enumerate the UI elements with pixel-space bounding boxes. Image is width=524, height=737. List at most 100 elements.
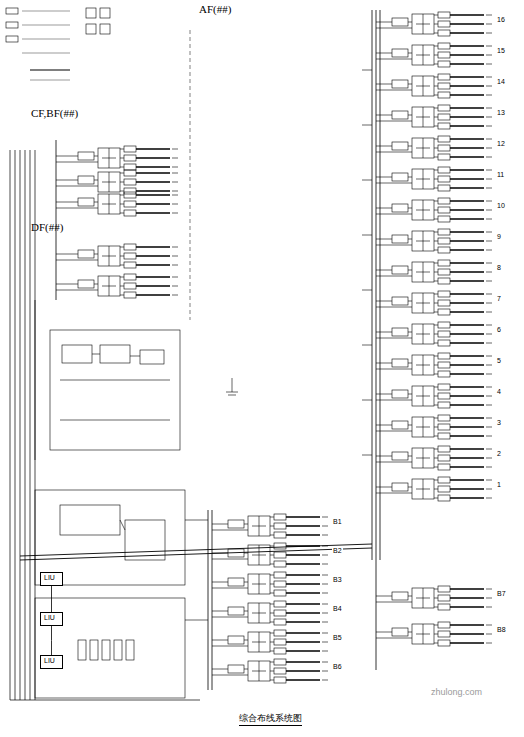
wire-line: [120, 204, 124, 205]
wire-line: [408, 53, 412, 54]
wire-line: [376, 394, 392, 395]
outlet-box: [438, 154, 450, 160]
wire-line: [136, 190, 170, 191]
wire-line: [434, 427, 438, 428]
wire-line: [434, 188, 438, 189]
wire-line: [22, 39, 70, 40]
wire-line: [434, 343, 438, 344]
wire-line: [434, 467, 438, 468]
legend-symbol: [6, 8, 18, 14]
distribution-frame: [98, 148, 120, 168]
wire-line: [416, 117, 430, 118]
wire-line: [376, 632, 392, 633]
patch-box: [228, 607, 244, 615]
group-divider: [190, 30, 191, 320]
rack-module: [78, 640, 86, 660]
floor-heading: CF,BF(##): [30, 108, 79, 119]
wire-line: [434, 95, 438, 96]
outlet-box: [438, 198, 450, 204]
wire-line: [286, 641, 320, 642]
wire-line: [102, 204, 116, 205]
distribution-frame: [412, 417, 434, 437]
wire-line: [408, 487, 412, 488]
wire-line: [172, 286, 178, 287]
wire-line: [376, 270, 392, 271]
wire-line: [416, 24, 430, 25]
wire-line: [322, 604, 328, 605]
wire-line: [212, 640, 228, 641]
wire-line: [434, 86, 438, 87]
wire-line: [486, 157, 492, 158]
floor-number: B4: [332, 605, 343, 612]
wire-line: [434, 201, 438, 202]
wire-line: [56, 284, 78, 285]
wire-line: [434, 634, 438, 635]
wire-line: [376, 208, 392, 209]
wire-line: [450, 14, 484, 15]
wire-line: [376, 456, 392, 457]
wire-line: [120, 167, 124, 168]
floor-heading: AF(##): [198, 4, 232, 15]
fiber-interconnect-box: LIU: [40, 572, 63, 586]
patch-box: [392, 328, 408, 336]
floor-number: B7: [496, 590, 507, 597]
box-label: LIU: [44, 657, 59, 665]
wire-line: [376, 183, 412, 184]
rack-module: [90, 640, 98, 660]
wire-line: [434, 418, 438, 419]
outlet-box: [438, 495, 450, 501]
wire-line: [450, 497, 484, 498]
wire-line: [376, 596, 392, 597]
wire-line: [486, 498, 492, 499]
outlet-box: [124, 262, 136, 268]
wire-line: [172, 247, 178, 248]
outlet-box: [438, 384, 450, 390]
wire-line: [416, 210, 430, 211]
wire-line: [172, 167, 178, 168]
wire-line: [376, 177, 392, 178]
wire-line: [434, 480, 438, 481]
wire-line: [376, 84, 392, 85]
wire-line: [376, 332, 392, 333]
wire-line: [120, 247, 124, 248]
switch-frame: [62, 345, 92, 363]
distribution-frame: [412, 588, 434, 608]
wire-line: [486, 179, 492, 180]
wire-line: [434, 325, 438, 326]
wire-line: [286, 603, 320, 604]
wire-line: [376, 121, 412, 122]
wire-line: [136, 285, 170, 286]
wire-line: [172, 213, 178, 214]
wire-line: [212, 669, 228, 670]
wire-line: [434, 334, 438, 335]
distribution-frame: [412, 14, 434, 34]
wire-line: [416, 55, 430, 56]
wire-line: [376, 487, 392, 488]
outlet-box: [124, 188, 136, 194]
wire-line: [56, 254, 78, 255]
wire-line: [10, 150, 11, 700]
wire-line: [408, 115, 412, 116]
outlet-box: [438, 362, 450, 368]
wire-line: [362, 290, 372, 291]
patch-box: [78, 198, 94, 206]
wire-line: [376, 638, 412, 639]
wire-line: [486, 117, 492, 118]
wire-line: [270, 671, 274, 672]
wire-line: [416, 489, 430, 490]
wire-line: [376, 214, 412, 215]
outlet-box: [438, 74, 450, 80]
patch-box: [228, 520, 244, 528]
distribution-frame: [412, 355, 434, 375]
wire-line: [434, 598, 438, 599]
wire-line: [120, 286, 124, 287]
wire-line: [450, 386, 484, 387]
switch-frame: [125, 520, 165, 560]
wire-line: [486, 334, 492, 335]
wire-line: [232, 378, 233, 392]
wire-line: [450, 479, 484, 480]
wire-line: [434, 643, 438, 644]
wire-line: [434, 139, 438, 140]
wire-line: [450, 588, 484, 589]
wire-line: [172, 195, 178, 196]
